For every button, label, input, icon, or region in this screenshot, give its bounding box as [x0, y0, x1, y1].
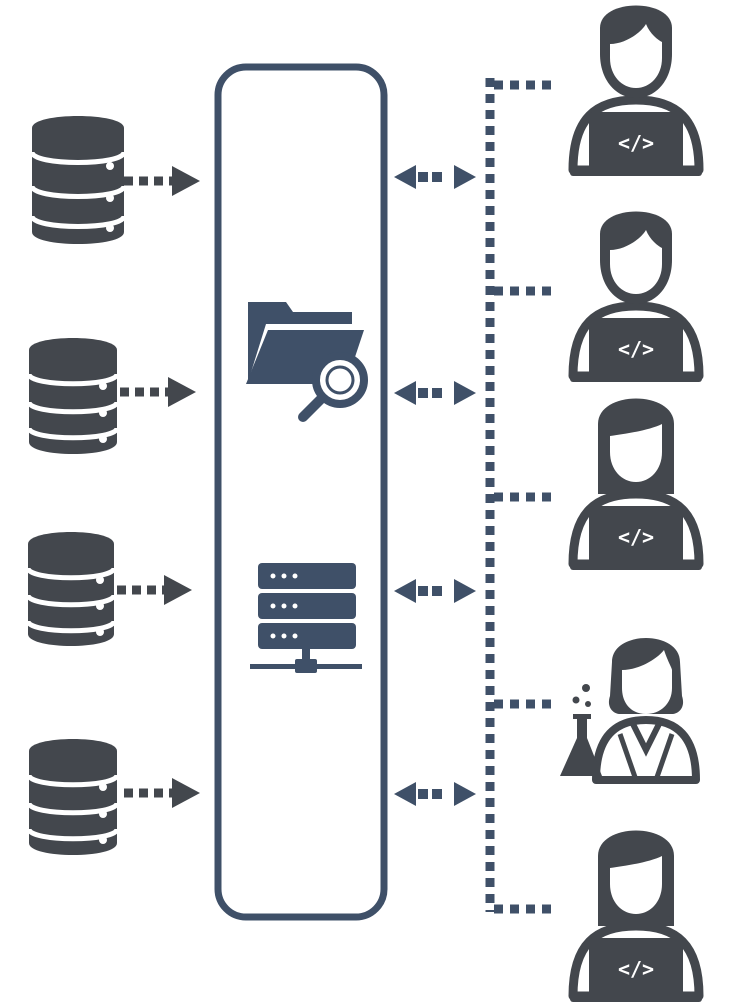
database-icon — [26, 338, 120, 454]
flask-icon — [560, 684, 602, 776]
ingest-arrow — [117, 575, 192, 605]
exchange-arrow — [394, 381, 476, 405]
code-badge: </> — [618, 525, 654, 549]
scientist-icon — [560, 638, 700, 784]
database-icon — [29, 116, 127, 244]
code-badge: </> — [618, 957, 654, 981]
developer-icon: </> — [568, 5, 704, 176]
ingest-arrow — [120, 377, 196, 407]
exchange-arrow — [394, 782, 476, 806]
database-icon — [26, 739, 120, 855]
data-hub-container — [214, 63, 388, 921]
code-badge: </> — [618, 337, 654, 361]
ingest-arrow — [124, 166, 200, 196]
exchange-arrow — [394, 165, 476, 189]
database-icon — [25, 532, 117, 646]
exchange-arrow — [394, 579, 476, 603]
folder-search-icon — [246, 302, 368, 422]
server-network-icon — [250, 563, 362, 673]
developer-icon: </> — [568, 398, 704, 570]
developer-icon: </> — [568, 830, 704, 1002]
ingest-arrow — [124, 778, 200, 808]
developer-icon: </> — [568, 211, 704, 382]
code-badge: </> — [618, 131, 654, 155]
